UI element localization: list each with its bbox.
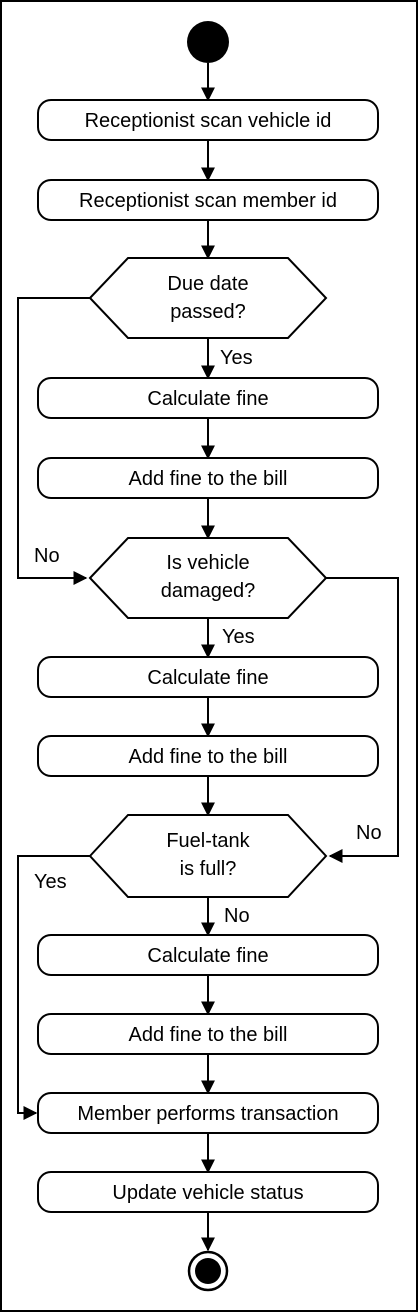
label-damaged-no: No bbox=[356, 822, 382, 844]
decision-due-date-line-2: passed? bbox=[170, 301, 246, 323]
edge-fuel-yes bbox=[17, 855, 90, 1120]
action-update-vehicle-status-label: Update vehicle status bbox=[112, 1182, 303, 1204]
label-due-date-yes: Yes bbox=[220, 347, 253, 369]
action-calculate-fine-1-label: Calculate fine bbox=[147, 388, 268, 410]
action-calculate-fine-3-label: Calculate fine bbox=[147, 945, 268, 967]
action-add-fine-2-label: Add fine to the bill bbox=[129, 746, 288, 768]
action-add-fine-1-label: Add fine to the bill bbox=[129, 468, 288, 490]
end-node bbox=[195, 1258, 221, 1284]
action-calculate-fine-2-label: Calculate fine bbox=[147, 667, 268, 689]
action-update-vehicle-status bbox=[37, 1171, 379, 1213]
action-calculate-fine-2 bbox=[37, 656, 379, 698]
label-due-date-no: No bbox=[34, 545, 60, 567]
action-member-transaction bbox=[37, 1092, 379, 1134]
action-add-fine-1 bbox=[37, 457, 379, 499]
decision-vehicle-damaged-line-2: damaged? bbox=[161, 580, 256, 602]
decision-vehicle-damaged bbox=[88, 537, 328, 619]
decision-fuel-tank bbox=[88, 814, 328, 898]
action-scan-vehicle bbox=[37, 99, 379, 141]
edge-due-date-no bbox=[17, 297, 90, 585]
label-damaged-yes: Yes bbox=[222, 626, 255, 648]
action-calculate-fine-1 bbox=[37, 377, 379, 419]
decision-due-date-line-1: Due date bbox=[167, 273, 248, 295]
start-node bbox=[187, 21, 229, 63]
decision-fuel-tank-line-2: is full? bbox=[180, 858, 237, 880]
action-add-fine-3 bbox=[37, 1013, 379, 1055]
decision-vehicle-damaged-line-1: Is vehicle bbox=[166, 552, 249, 574]
label-fuel-no: No bbox=[224, 905, 250, 927]
action-calculate-fine-3 bbox=[37, 934, 379, 976]
action-scan-vehicle-label: Receptionist scan vehicle id bbox=[85, 110, 332, 132]
action-member-transaction-label: Member performs transaction bbox=[77, 1103, 338, 1125]
edge-damaged-no bbox=[326, 577, 399, 863]
action-scan-member-label: Receptionist scan member id bbox=[79, 190, 337, 212]
action-scan-member bbox=[37, 179, 379, 221]
label-fuel-yes: Yes bbox=[34, 871, 67, 893]
decision-fuel-tank-line-1: Fuel-tank bbox=[166, 830, 250, 852]
action-add-fine-3-label: Add fine to the bill bbox=[129, 1024, 288, 1046]
action-add-fine-2 bbox=[37, 735, 379, 777]
decision-due-date bbox=[88, 257, 328, 339]
